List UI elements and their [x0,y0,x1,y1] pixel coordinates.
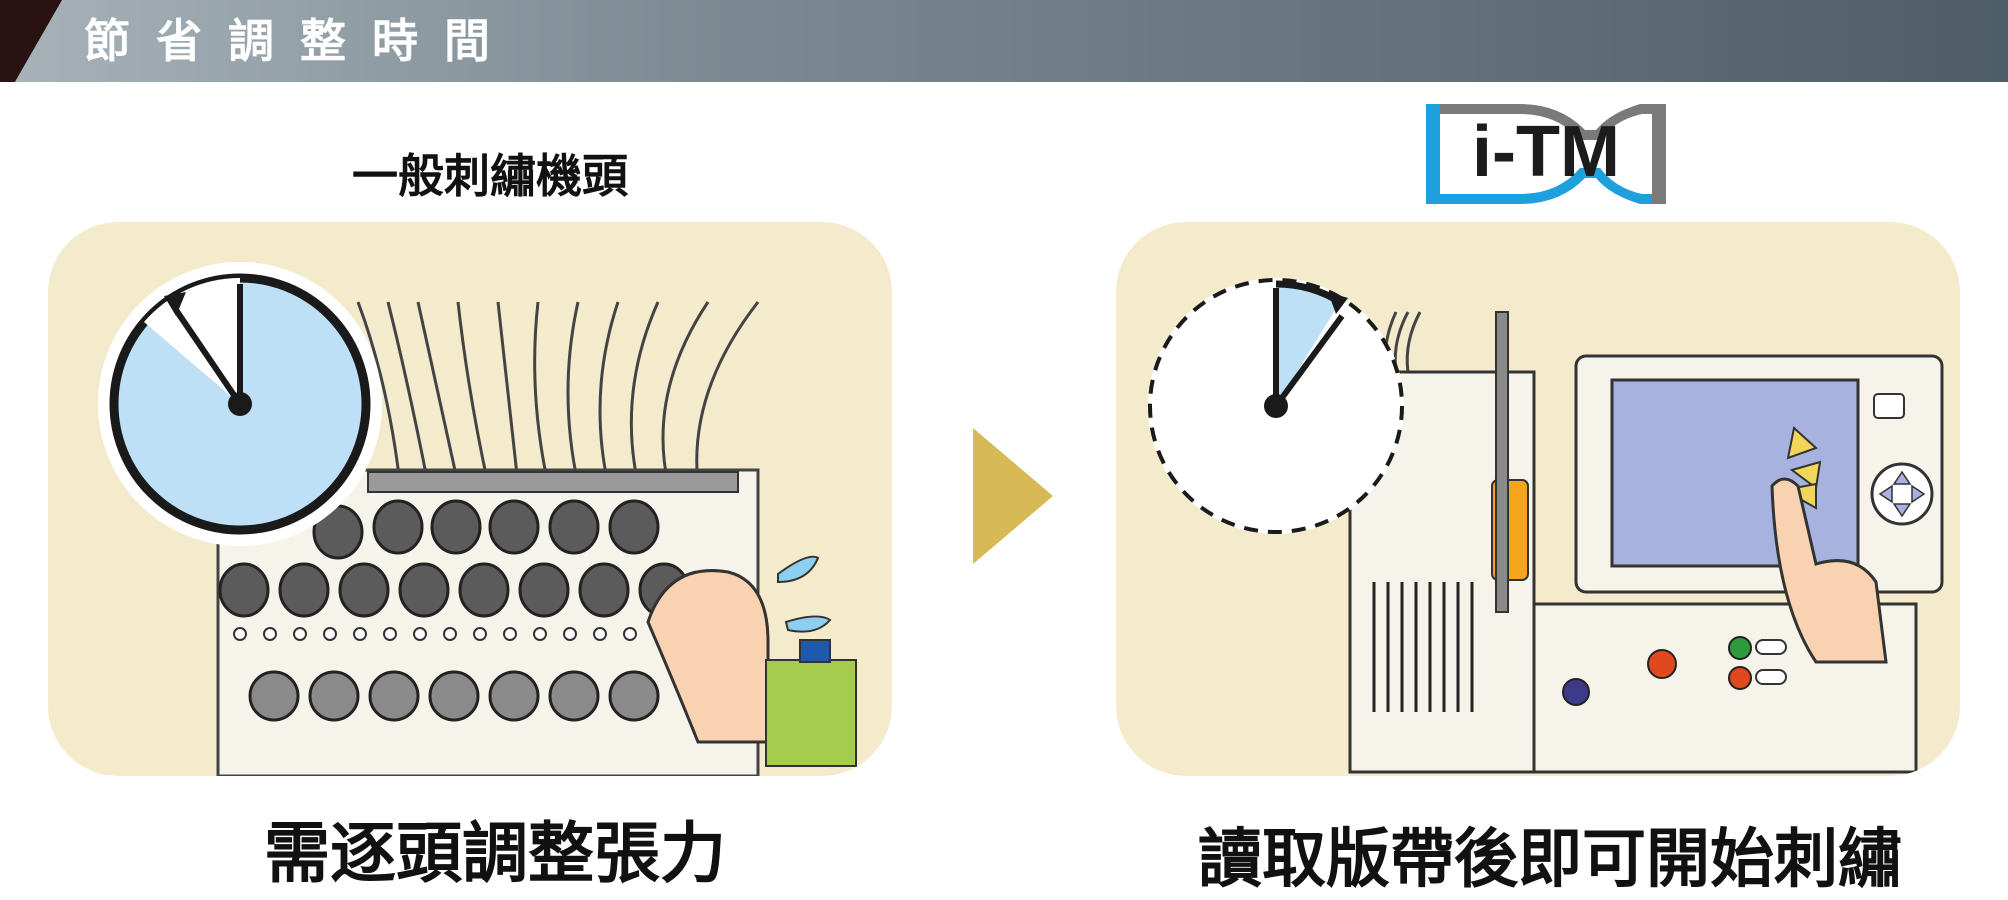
itm-logo-mark [1426,104,1666,204]
left-panel-caption: 需逐頭調整張力 [264,815,726,892]
triangle-right-icon [973,428,1053,564]
hand-illustration [646,569,770,744]
section-title: 節省調整時間 [84,14,516,68]
stopwatch-icon [98,262,382,546]
left-panel-heading: 一般刺繡機頭 [352,149,628,203]
itm-machine-illustration [1148,278,1944,774]
right-panel [1116,222,1960,776]
thread-lines [356,301,760,485]
header-accent [0,0,62,82]
tension-knobs-bottom [218,562,690,618]
right-panel-caption: 讀取版帶後即可開始刺繡 [1198,823,1902,897]
embroidery-machine-illustration [98,262,857,776]
left-panel [48,222,892,776]
section-header: 節省調整時間 [0,0,2008,82]
tension-knobs-top [312,499,660,560]
itm-logo-text: i-TM [1472,112,1620,192]
finger-hand-illustration [1770,477,1888,664]
stopwatch-icon [1148,278,1404,534]
